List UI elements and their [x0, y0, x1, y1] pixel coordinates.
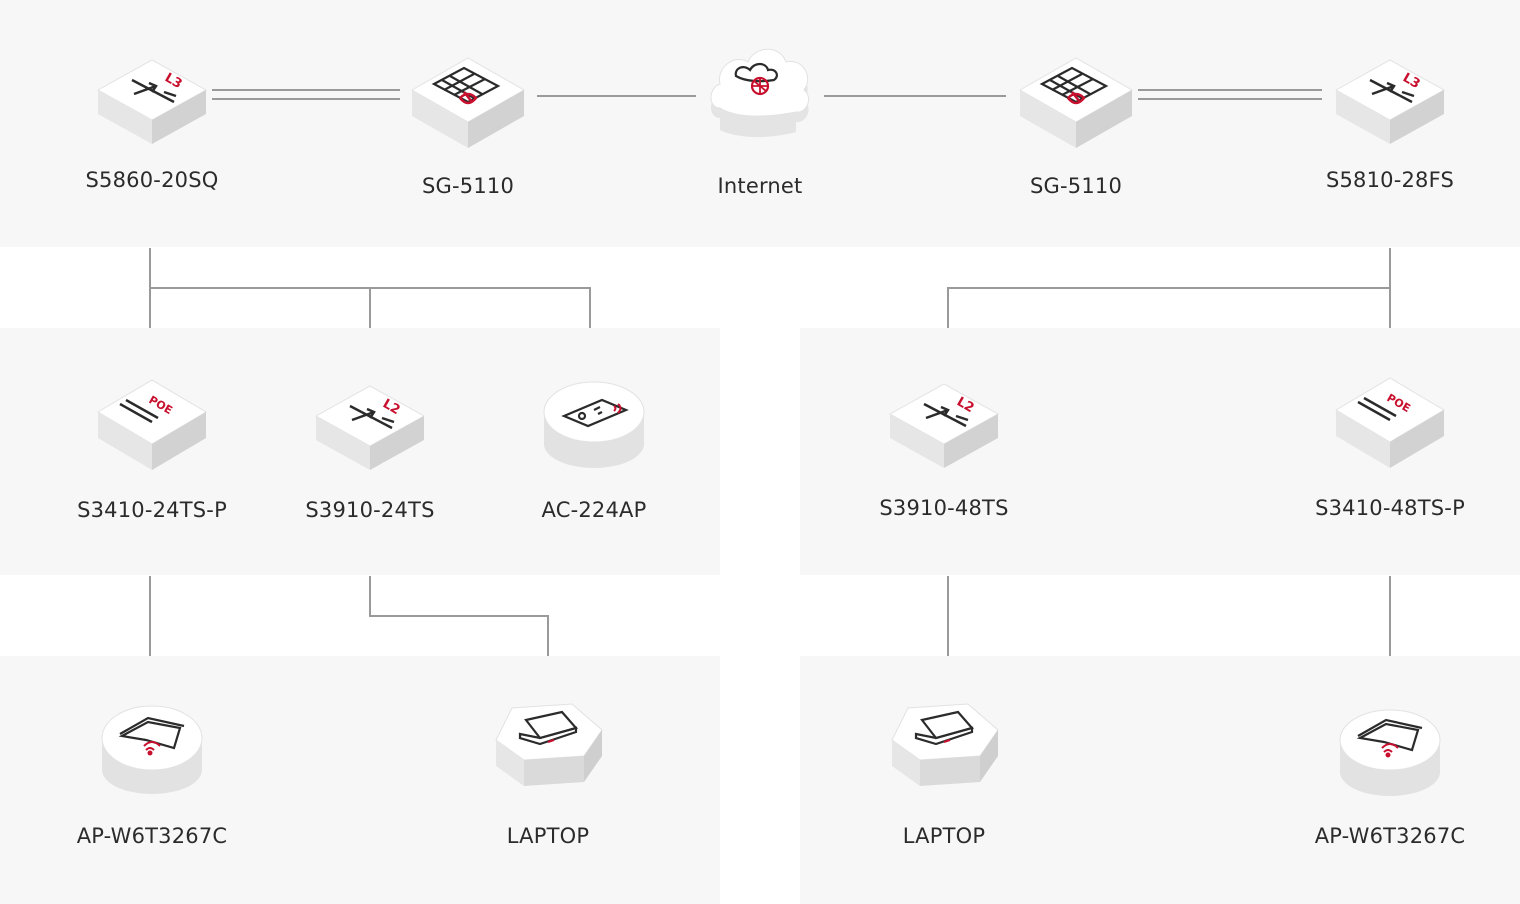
l3-switch-icon: L3 — [94, 50, 210, 146]
device-laptop-left[interactable]: LAPTOP — [448, 694, 648, 848]
device-label: S3910-48TS — [879, 496, 1009, 520]
firewall-icon — [408, 46, 528, 150]
device-label: SG-5110 — [421, 174, 515, 198]
device-label: LAPTOP — [902, 824, 986, 848]
device-label: S3910-24TS — [305, 498, 435, 522]
device-label: AP-W6T3267C — [76, 824, 228, 848]
device-ap-w6t3267c-right[interactable]: AP-W6T3267C — [1290, 694, 1490, 848]
device-s5810[interactable]: L3 S5810-28FS — [1290, 40, 1490, 192]
cloud-icon — [706, 46, 816, 142]
device-ac-224ap[interactable]: AC-224AP — [494, 368, 694, 522]
device-ap-w6t3267c-left[interactable]: AP-W6T3267C — [52, 694, 252, 848]
device-laptop-right[interactable]: LAPTOP — [844, 694, 1044, 848]
device-s3910-24ts[interactable]: L2 S3910-24TS — [270, 368, 470, 522]
device-sg5110-left[interactable]: SG-5110 — [368, 40, 568, 198]
poe-switch-icon: POE — [94, 372, 210, 472]
device-s5860[interactable]: L3 S5860-20SQ — [52, 40, 252, 192]
device-s3410-24ts-p[interactable]: POE S3410-24TS-P — [52, 368, 252, 522]
device-sg5110-right[interactable]: SG-5110 — [976, 40, 1176, 198]
l2-switch-icon: L2 — [312, 376, 428, 472]
device-label: AC-224AP — [541, 498, 647, 522]
device-s3910-48ts[interactable]: L2 S3910-48TS — [844, 366, 1044, 520]
device-label: SG-5110 — [1029, 174, 1123, 198]
device-internet[interactable]: Internet — [660, 40, 860, 198]
device-label: AP-W6T3267C — [1314, 824, 1466, 848]
device-label: S5810-28FS — [1325, 168, 1455, 192]
l2-switch-icon: L2 — [886, 374, 1002, 470]
access-controller-icon — [542, 376, 646, 472]
poe-switch-icon: POE — [1332, 370, 1448, 470]
device-label: S3410-48TS-P — [1315, 496, 1465, 520]
firewall-icon — [1016, 46, 1136, 150]
device-label: S5860-20SQ — [85, 168, 219, 192]
device-s3410-48ts-p[interactable]: POE S3410-48TS-P — [1290, 366, 1490, 520]
access-point-icon — [1338, 704, 1442, 800]
laptop-icon — [492, 694, 604, 804]
device-label: S3410-24TS-P — [77, 498, 227, 522]
device-label: LAPTOP — [506, 824, 590, 848]
laptop-icon — [888, 694, 1000, 804]
device-label: Internet — [717, 174, 803, 198]
l3-switch-icon: L3 — [1332, 50, 1448, 146]
access-point-icon — [100, 698, 204, 798]
